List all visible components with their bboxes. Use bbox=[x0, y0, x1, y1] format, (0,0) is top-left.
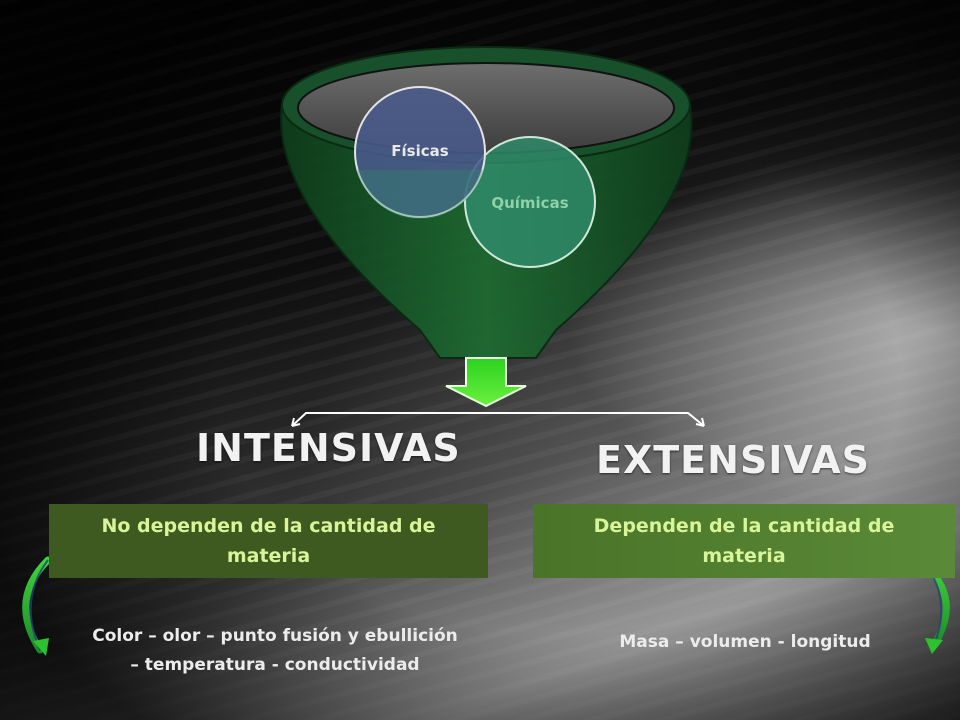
intensive-description-box: No dependen de la cantidad de materia bbox=[49, 504, 488, 578]
branch-line bbox=[291, 412, 705, 427]
extensive-description: Dependen de la cantidad de materia bbox=[593, 515, 895, 567]
left-curved-arrowhead bbox=[33, 638, 49, 656]
fisicas-label: Físicas bbox=[391, 142, 449, 160]
down-arrow bbox=[445, 357, 527, 408]
funnel-opening bbox=[297, 62, 675, 154]
intensive-heading: INTENSIVAS bbox=[196, 426, 461, 470]
left-curved-arrow bbox=[22, 556, 52, 654]
fisicas-circle bbox=[354, 86, 486, 218]
quimicas-label: Químicas bbox=[491, 194, 569, 212]
right-curved-arrowhead bbox=[925, 638, 943, 654]
fisicas-lower-tint bbox=[357, 170, 483, 220]
intensive-examples: Color – olor – punto fusión y ebullición… bbox=[60, 622, 490, 680]
branch-arrow-left bbox=[291, 417, 301, 427]
quimicas-circle bbox=[464, 136, 596, 268]
intensive-examples-line2: – temperatura - conductividad bbox=[130, 655, 420, 675]
intensive-description: No dependen de la cantidad de materia bbox=[101, 515, 436, 567]
intensive-examples-line1: Color – olor – punto fusión y ebullición bbox=[92, 626, 458, 646]
extensive-description-box: Dependen de la cantidad de materia bbox=[533, 504, 955, 578]
branch-arrow-right bbox=[695, 417, 705, 427]
extensive-heading: EXTENSIVAS bbox=[596, 438, 871, 482]
extensive-examples: Masa – volumen - longitud bbox=[619, 632, 871, 652]
